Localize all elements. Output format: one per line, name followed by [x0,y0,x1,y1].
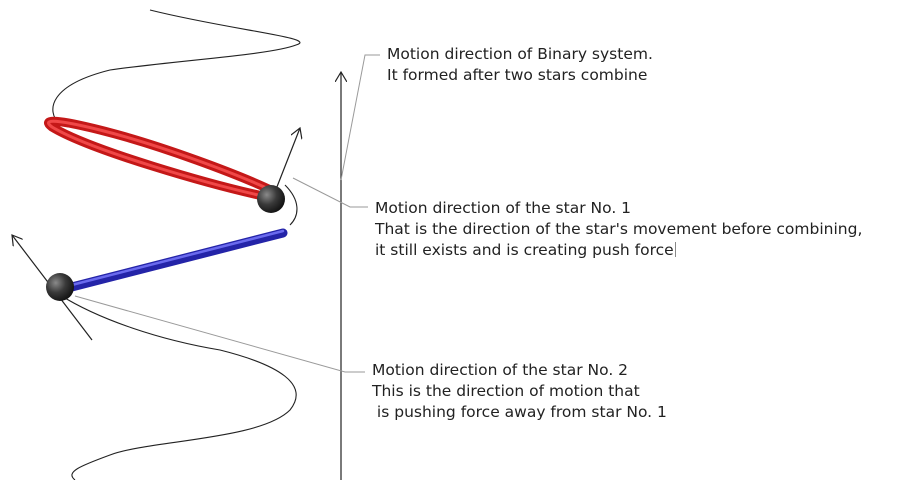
star-no-2 [46,273,74,301]
star-no-1 [257,185,285,213]
binary-label-line2: It formed after two stars combine [387,66,648,84]
star2-label-line3: is pushing force away from star No. 1 [372,403,667,421]
text-cursor [674,242,676,257]
binary-label-line1: Motion direction of Binary system. [387,45,653,63]
leader-line-star2 [74,295,365,373]
star1-label-line2: That is the direction of the star's move… [375,220,863,238]
star2-label: Motion direction of the star No. 2 This … [372,360,667,423]
star1-direction-arrow [272,128,300,198]
star2-label-line1: Motion direction of the star No. 2 [372,361,629,379]
leader-line-binary [340,54,380,181]
star2-label-line2: This is the direction of motion that [372,382,640,400]
helical-trajectory [52,9,301,481]
star1-orbit [44,116,280,203]
star1-label-line1: Motion direction of the star No. 1 [375,199,632,217]
binary-system-label: Motion direction of Binary system. It fo… [387,44,653,86]
star1-label: Motion direction of the star No. 1 That … [375,198,862,261]
leader-line-star1 [292,177,368,208]
star2-orbit [55,228,288,295]
star1-label-line3: it still exists and is creating push for… [375,241,674,259]
